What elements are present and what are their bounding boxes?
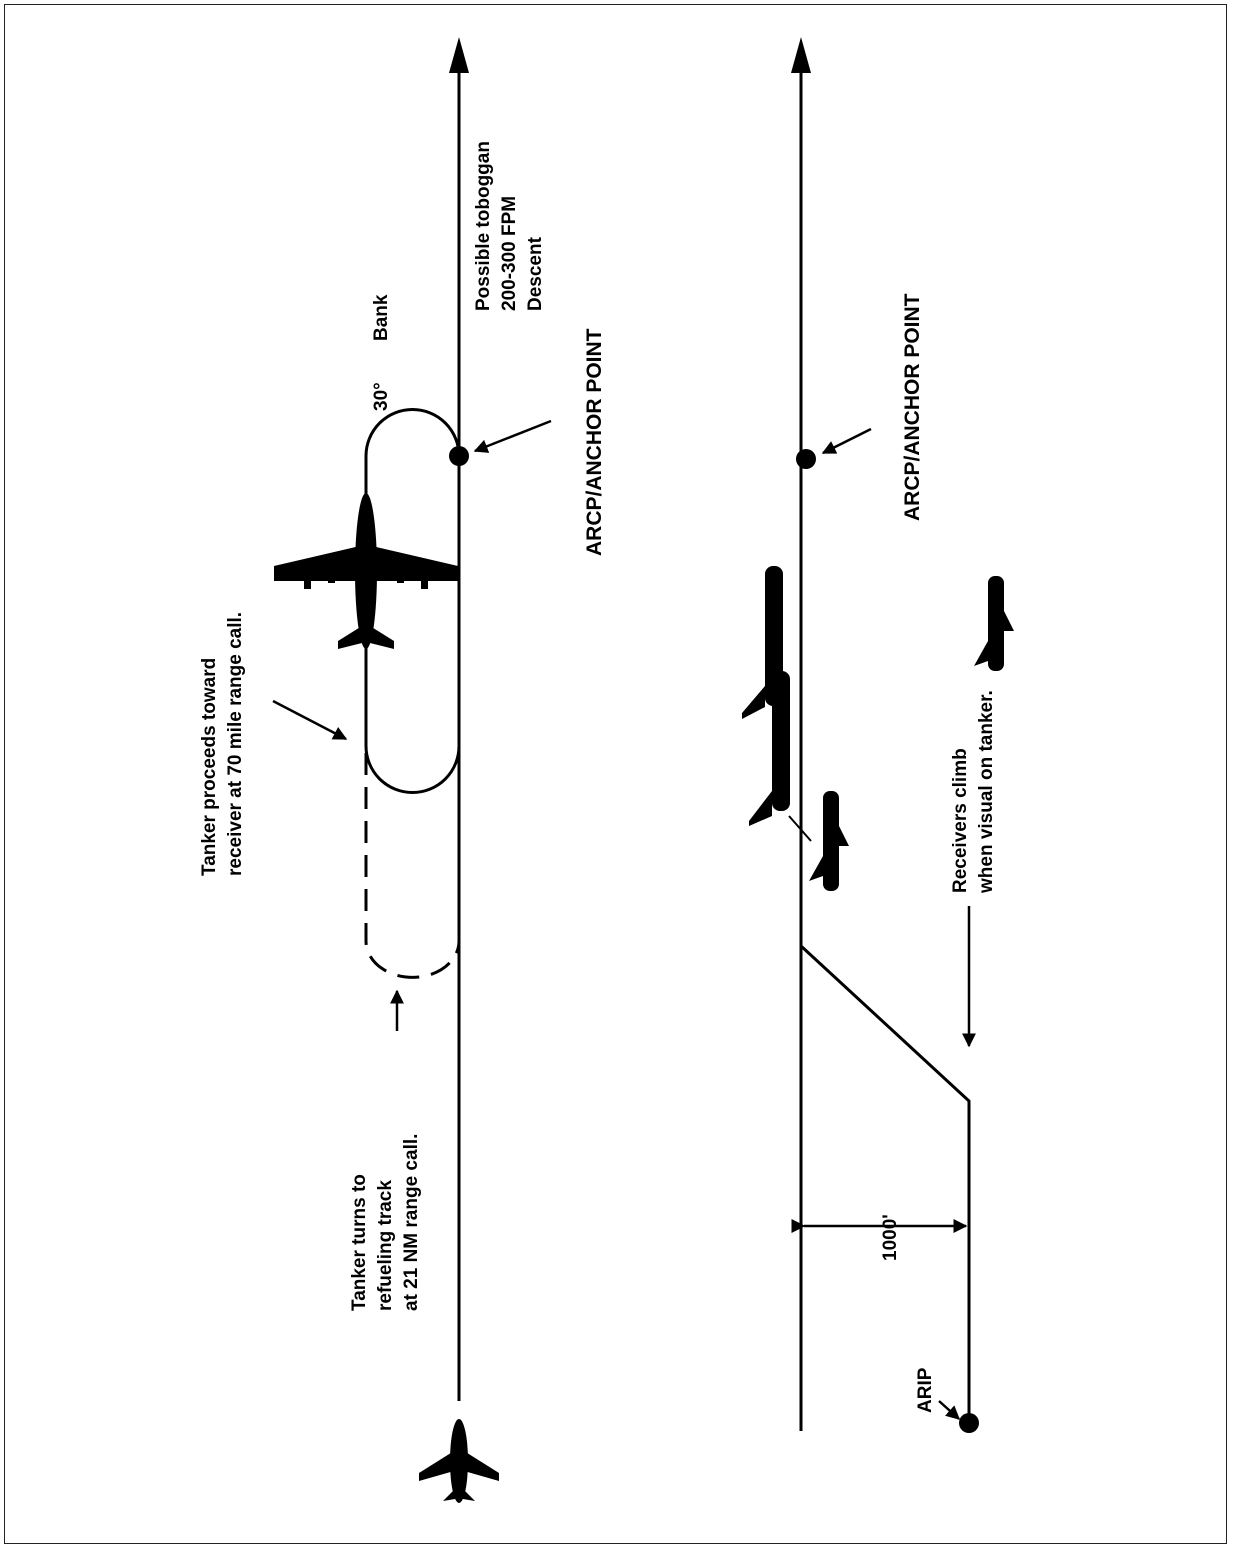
tanker-proceeds-pointer	[272, 699, 348, 741]
top-track-arrowhead	[449, 37, 469, 73]
top-anchor-point	[449, 446, 469, 466]
arip-point	[959, 1413, 979, 1433]
tanker-turns-label-line3: at 21 NM range call.	[401, 1134, 422, 1311]
toboggan-label-line2: 200-300 FPM	[499, 196, 520, 311]
tanker-side-icon-lower	[742, 566, 783, 719]
racetrack-solid	[364, 408, 461, 794]
arip-pointer	[938, 1400, 961, 1420]
tanker-proceeds-label-line1: Tanker proceeds toward	[199, 658, 220, 876]
separation-label: 1000'	[880, 1214, 901, 1261]
diagram-frame: ARCP/ANCHOR POINT 30° Bank Possible tobo…	[4, 4, 1227, 1544]
toboggan-label-line1: Possible toboggan	[473, 141, 494, 311]
side-anchor-pointer	[821, 427, 872, 455]
side-anchor-point	[796, 449, 816, 469]
top-anchor-label: ARCP/ANCHOR POINT	[583, 328, 606, 556]
toboggan-label-line3: Descent	[525, 236, 546, 311]
bank-label-text: Bank	[371, 294, 392, 341]
tanker-side-icon-upper	[749, 671, 812, 842]
receiver-jet-icon	[419, 1419, 499, 1503]
side-anchor-label: ARCP/ANCHOR POINT	[901, 293, 924, 521]
fighter-icon-lower	[974, 576, 1014, 671]
tanker-turns-label-line1: Tanker turns to	[349, 1174, 370, 1311]
tanker-turns-label-line2: refueling track	[375, 1180, 396, 1311]
receivers-climb-label-line2: when visual on tanker.	[976, 690, 997, 894]
arip-label: ARIP	[915, 1367, 936, 1413]
tanker-proceeds-label-line2: receiver at 70 mile range call.	[225, 612, 246, 876]
side-track-arrowhead	[791, 37, 811, 73]
bank-label-angle: 30°	[371, 382, 392, 411]
racetrack-dashed	[364, 753, 461, 979]
receivers-climb-label-line1: Receivers climb	[950, 748, 971, 893]
receiver-climb-path	[799, 944, 971, 1421]
fighter-icon	[809, 791, 849, 891]
refueling-diagram: ARCP/ANCHOR POINT 30° Bank Possible tobo…	[199, 37, 1014, 1503]
tanker-jet-icon	[274, 493, 458, 649]
top-anchor-pointer	[473, 419, 552, 453]
